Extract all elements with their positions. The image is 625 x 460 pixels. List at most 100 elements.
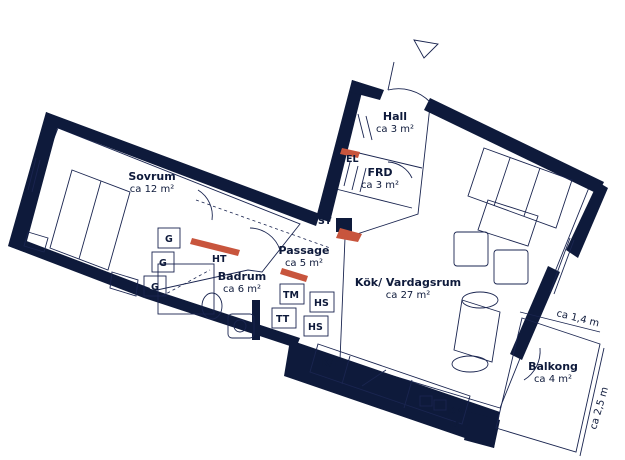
armchair-1 — [453, 231, 489, 267]
door-frd — [387, 161, 413, 179]
kitchen-counter — [309, 343, 471, 425]
dining-chair-top — [461, 291, 499, 309]
room-name-kok: Kök/ Vardagsrum — [355, 276, 461, 289]
armchair-2 — [493, 249, 529, 285]
accent-st — [336, 228, 362, 242]
tag-g2: G — [159, 258, 167, 269]
tag-kf: K/F — [322, 358, 339, 369]
wall-sovrum-left — [8, 112, 60, 252]
toilet — [201, 292, 223, 320]
room-name-balkong: Balkong — [528, 360, 578, 373]
balcony-dim-line-top — [519, 311, 601, 333]
door-sovrum — [197, 189, 213, 221]
room-area-passage: ca 5 m² — [285, 258, 323, 269]
wall-kok-bottom — [284, 340, 500, 448]
kok-window — [549, 237, 571, 293]
walls — [8, 80, 608, 448]
nightstand-left — [23, 231, 49, 253]
wall-sovrum-bottom — [8, 240, 150, 298]
tm-box — [279, 283, 305, 305]
wash-basin — [227, 313, 255, 339]
fixture-tags: EL ST HT G G G TM TT HS HS K/F DM M — [151, 154, 465, 431]
room-name-badrum: Badrum — [218, 270, 266, 283]
sofa — [467, 147, 573, 229]
passage-dash — [195, 199, 331, 249]
hall-shelf-1 — [357, 113, 365, 139]
balcony-dim-line-side — [579, 347, 605, 457]
g-box-1 — [157, 227, 181, 249]
accent-ht — [190, 238, 240, 256]
wall-kok-corner — [464, 412, 500, 448]
frd-inner-line — [331, 187, 413, 209]
bath-partition — [252, 300, 260, 340]
sink-divider — [403, 379, 413, 409]
wall-bathroom-bottom — [144, 288, 300, 348]
sink-basin-2 — [433, 399, 447, 411]
balcony — [495, 311, 605, 457]
kf-divider — [341, 355, 351, 385]
room-area-badrum: ca 6 m² — [223, 284, 261, 295]
bathroom — [143, 199, 335, 339]
tag-st: ST — [318, 216, 332, 227]
shower-diagonal — [161, 269, 211, 297]
wall-hall-left — [316, 80, 364, 222]
sink-basin — [419, 395, 433, 407]
room-labels: Hall ca 3 m² FRD ca 3 m² Sovrum ca 12 m²… — [128, 110, 578, 385]
room-area-hall: ca 3 m² — [376, 124, 414, 135]
tag-el: EL — [346, 154, 359, 165]
tag-g1: G — [165, 234, 173, 245]
wall-kok-right-lower — [510, 266, 560, 360]
tag-ht: HT — [212, 254, 227, 265]
accent-walls — [190, 148, 362, 282]
tag-tm: TM — [283, 290, 299, 301]
bedroom-furniture — [23, 157, 139, 297]
basin-bowl — [233, 319, 247, 333]
tag-m: M — [450, 420, 459, 431]
room-area-kok: ca 27 m² — [386, 290, 430, 301]
north-marker-icon — [413, 39, 439, 59]
room-area-sovrum: ca 12 m² — [130, 184, 174, 195]
room-name-hall: Hall — [383, 110, 407, 123]
frd-shelving — [343, 113, 373, 193]
tag-tt: TT — [276, 314, 290, 325]
g-box-3 — [143, 275, 167, 297]
room-area-balkong: ca 4 m² — [534, 374, 572, 385]
dining-table — [453, 299, 501, 363]
kitchen — [309, 343, 471, 425]
door-entry — [387, 88, 431, 103]
kok-window-2 — [553, 239, 575, 295]
accent-bath — [280, 268, 308, 282]
room-name-passage: Passage — [278, 244, 329, 257]
hs-box-2 — [303, 315, 329, 337]
shelf-2 — [351, 165, 359, 191]
tag-hs2: HS — [308, 322, 323, 333]
wall-hall-top — [350, 80, 384, 100]
door-balkong — [523, 347, 541, 381]
living-furniture — [451, 147, 575, 373]
hall-shelf-2 — [365, 115, 373, 141]
shelf-1 — [343, 161, 351, 187]
hs-box-1 — [309, 291, 335, 313]
sovrum-outline — [11, 127, 301, 293]
room-area-frd: ca 3 m² — [361, 180, 399, 191]
door-entry-leaf — [387, 61, 395, 91]
bedroom-window-2 — [31, 159, 41, 193]
tag-hs1: HS — [314, 298, 329, 309]
tag-g3: G — [151, 282, 159, 293]
sofa-seam-2 — [523, 167, 541, 217]
room-name-sovrum: Sovrum — [128, 170, 175, 183]
g-box-2 — [151, 251, 175, 273]
accent-el — [340, 148, 360, 158]
wall-sovrum-top — [46, 112, 320, 226]
doors — [197, 61, 541, 381]
tag-dm: DM — [448, 406, 465, 417]
room-name-frd: FRD — [367, 166, 392, 179]
dining-chair-bottom — [451, 355, 489, 373]
balcony-outline — [495, 317, 601, 453]
bedroom-window — [27, 157, 37, 191]
stove-mark — [361, 369, 387, 387]
door-badrum — [249, 227, 281, 251]
sofa-seam-1 — [493, 157, 511, 207]
tt-box — [271, 307, 297, 329]
